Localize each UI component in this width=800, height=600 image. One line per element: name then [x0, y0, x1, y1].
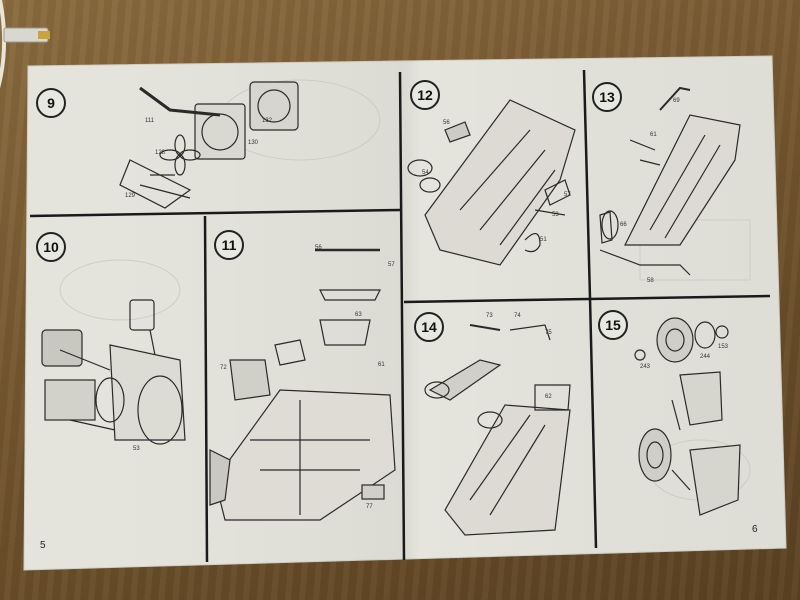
part-label: 56 [443, 120, 450, 126]
part-label: 66 [620, 222, 627, 228]
part-label: 111 [145, 118, 155, 124]
part-label: 74 [514, 313, 521, 319]
step-number-12: 12 [410, 80, 440, 110]
step-number-10: 10 [36, 232, 66, 262]
step-14-drawing [424, 324, 571, 536]
part-label: 129 [125, 193, 136, 199]
step-number-15: 15 [598, 310, 628, 340]
step-11-drawing [209, 248, 396, 521]
step-9-drawing [119, 81, 299, 209]
part-label: 69 [673, 98, 680, 104]
part-label: 73 [486, 313, 493, 319]
part-label: 244 [700, 354, 711, 360]
part-label: 61 [650, 132, 657, 138]
part-label: 132 [262, 118, 273, 124]
step-number-13: 13 [592, 82, 622, 112]
step-13-drawing [599, 86, 741, 276]
part-label: 75 [545, 330, 552, 336]
usb-cable [0, 0, 50, 88]
part-label: 57 [388, 262, 395, 268]
part-label: 72 [220, 365, 227, 371]
part-label: 62 [545, 394, 552, 400]
part-label: 128 [155, 150, 166, 156]
part-label: 130 [248, 140, 259, 146]
part-label: 58 [647, 278, 654, 284]
part-label: 63 [355, 312, 362, 318]
part-label: 153 [718, 344, 729, 350]
part-label: 61 [378, 362, 385, 368]
part-label: 243 [640, 364, 651, 370]
part-label: 57 [564, 192, 571, 198]
page-number-right: 6 [752, 524, 758, 535]
page-number-left: 5 [40, 540, 46, 551]
part-label: 77 [366, 504, 373, 510]
part-label: 51 [540, 237, 547, 243]
step-number-9: 9 [36, 88, 66, 118]
part-label: 56 [315, 245, 322, 251]
step-number-11: 11 [214, 230, 244, 260]
part-label: 53 [552, 212, 559, 218]
step-10-drawing [41, 299, 186, 445]
panel-dividers [29, 69, 771, 563]
part-label: 54 [422, 170, 429, 176]
step-number-14: 14 [414, 312, 444, 342]
step-15-drawing [634, 317, 741, 516]
step-12-drawing [407, 99, 576, 266]
part-label: 53 [133, 446, 140, 452]
